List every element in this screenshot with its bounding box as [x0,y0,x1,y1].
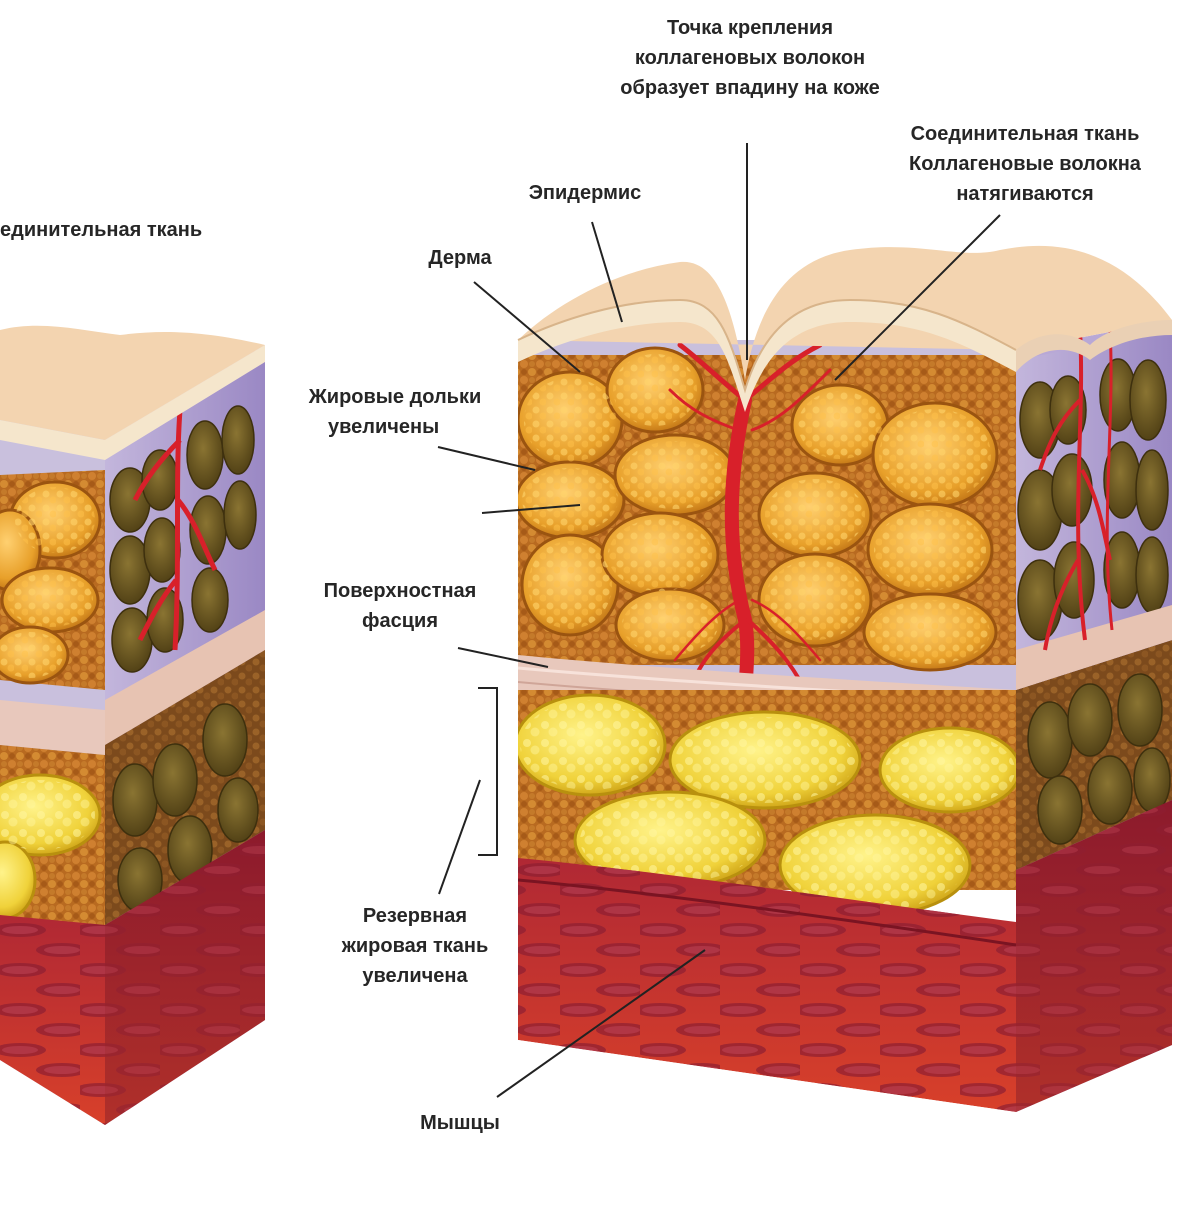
label-fascia-line1: Поверхностная [323,580,477,602]
leader-lines [437,143,1001,1098]
label-fascia-line2: фасция [361,610,438,632]
label-reserve-fat-line1: Резервная [362,905,468,927]
leader-connective-right [834,214,1001,381]
leader-fascia [457,647,549,668]
label-muscles: Мышцы [395,1108,525,1138]
label-connective-right: Соединительная ткань Коллагеновые волокн… [870,119,1180,209]
label-epidermis: Эпидермис [500,178,670,208]
label-collagen-point-line1: Точка крепления [666,17,833,39]
label-reserve-fat-line3: увеличена [362,965,468,987]
label-epidermis-text: Эпидермис [528,182,642,204]
label-connective-right-line1: Соединительная ткань [910,123,1140,145]
leader-fat-lobules-1 [437,446,536,471]
leader-muscles [496,949,706,1098]
right-block-front-face [518,340,1016,1112]
label-derma-text: Дерма [428,247,492,269]
right-block-side-face [1016,320,1172,1112]
label-muscles-text: Мышцы [420,1112,500,1134]
label-fat-lobules-line1: Жировые дольки [308,386,482,408]
label-derma: Дерма [400,243,520,273]
epidermis-surface [517,245,1172,412]
label-fat-lobules-line2: увеличены [328,416,440,438]
label-connective-left: единительная ткань [0,215,202,245]
reserve-fat-bracket [478,687,498,856]
label-collagen-point: Точка крепления коллагеновых волокон обр… [570,13,930,103]
label-connective-right-line2: Коллагеновые волокна [909,153,1141,175]
label-fat-lobules: Жировые дольки увеличены [280,382,510,442]
leader-fat-lobules-2 [481,504,581,514]
label-collagen-point-line2: коллагеновых волокон [634,47,866,69]
label-collagen-point-line3: образует впадину на коже [620,77,880,99]
leader-derma [473,281,581,373]
label-reserve-fat-line2: жировая ткань [341,935,489,957]
leader-reserve-fat [438,779,481,895]
leader-epidermis [591,221,623,323]
label-connective-right-line3: натягиваются [956,183,1094,205]
label-reserve-fat: Резервная жировая ткань увеличена [300,901,530,991]
left-block [0,325,265,1125]
label-fascia: Поверхностная фасция [290,576,510,636]
label-connective-left-text: единительная ткань [0,219,203,241]
